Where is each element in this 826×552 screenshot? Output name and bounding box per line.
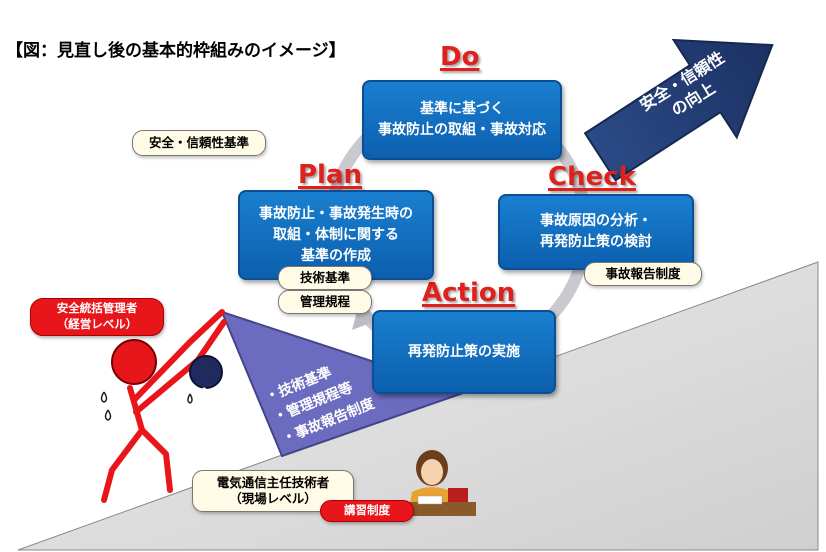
do-box: 基準に基づく 事故防止の取組・事故対応 [362,80,562,160]
sweat-drops-icon [100,391,193,421]
incident-report-tag: 事故報告制度 [584,262,702,286]
technical-standard-tag: 技術基準 [278,266,372,290]
action-box-text: 再発防止策の実施 [408,343,520,360]
safety-standard-tag: 安全・信頼性基準 [132,130,266,156]
safety-manager-tag: 安全統括管理者 （経営レベル） [30,298,164,336]
phase-label-do: Do [440,42,480,72]
check-box: 事故原因の分析・ 再発防止策の検討 [498,194,694,270]
plan-box-text: 事故防止・事故発生時の 取組・体制に関する 基準の作成 [259,205,413,264]
support-wedge [220,310,470,458]
management-rules-tag: 管理規程 [278,290,372,314]
manager-figure [101,309,227,503]
improvement-arrow [583,38,774,182]
diagram-title: 【図：見直し後の基本的枠組みのイメージ】 [6,41,346,61]
action-box: 再発防止策の実施 [372,310,556,394]
phase-label-action: Action [422,278,516,308]
phase-label-check: Check [548,162,636,192]
check-box-text: 事故原因の分析・ 再発防止策の検討 [540,213,652,250]
phase-label-plan: Plan [298,160,363,190]
chief-engineer-tag: 電気通信主任技術者 （現場レベル） [192,470,354,512]
person-at-desk-icon [404,450,476,516]
training-tag: 講習制度 [320,500,414,522]
do-box-text: 基準に基づく 事故防止の取組・事故対応 [378,101,546,138]
